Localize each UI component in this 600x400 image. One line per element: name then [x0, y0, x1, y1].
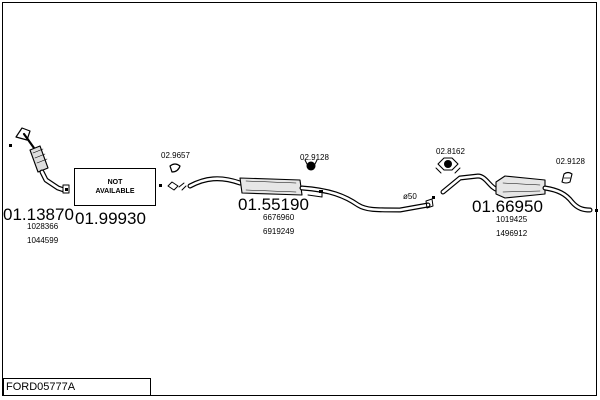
diagram-frame [2, 2, 597, 396]
not-available-line-1: NOT [107, 179, 123, 186]
fitting-label-4[interactable]: 02.9128 [556, 157, 585, 166]
bracket-fitting-3 [435, 157, 461, 174]
gasket-marker [159, 184, 162, 187]
diameter-label: ø50 [403, 192, 417, 201]
not-available-line-2: AVAILABLE [95, 188, 135, 195]
part-ref-3a: 6676960 [263, 213, 295, 222]
part-ref-3b: 6919249 [263, 227, 295, 236]
part-ref-4b: 1496912 [496, 229, 528, 238]
hanger-fitting-2 [304, 159, 318, 171]
part-number-4[interactable]: 01.66950 [472, 197, 543, 216]
part-number-2[interactable]: 01.99930 [75, 209, 146, 228]
part-ref-1b: 1044599 [27, 236, 59, 245]
part-ref-1a: 1028366 [27, 222, 59, 231]
part-ref-4a: 1019425 [496, 215, 528, 224]
hanger-fitting-4 [561, 171, 573, 184]
clamp-fitting-1 [169, 163, 181, 173]
part-number-3[interactable]: 01.55190 [238, 195, 309, 214]
front-pipe-part [9, 127, 70, 194]
fitting-label-2[interactable]: 02.9128 [300, 153, 329, 162]
fitting-label-3[interactable]: 02.8162 [436, 147, 465, 156]
diagram-title: FORD05777A [3, 378, 151, 396]
part-number-1[interactable]: 01.13870 [3, 205, 74, 224]
centre-silencer-part [167, 176, 434, 213]
rear-silencer-part [440, 173, 598, 213]
joint-marker [432, 196, 435, 199]
fitting-label-1[interactable]: 02.9657 [161, 151, 190, 160]
not-available-box: NOT AVAILABLE [74, 168, 156, 206]
